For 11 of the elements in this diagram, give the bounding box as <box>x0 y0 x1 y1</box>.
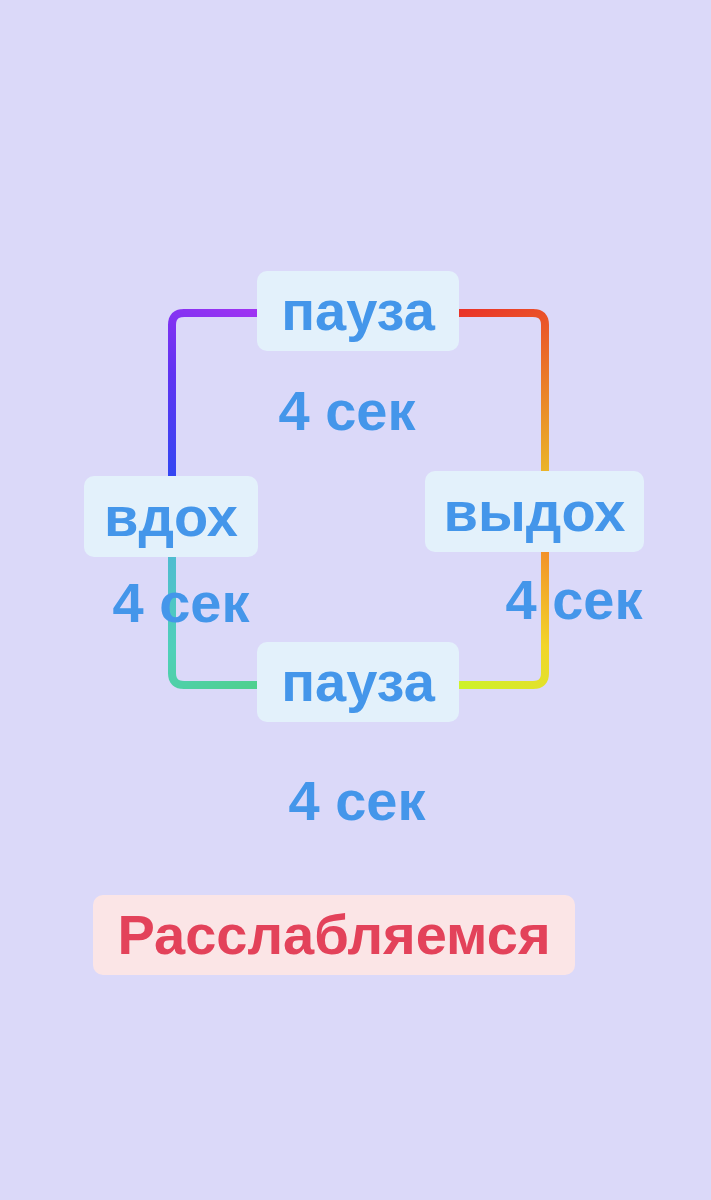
phase-tag: выдох <box>425 471 644 552</box>
phase-tag: пауза <box>257 271 459 351</box>
relax-banner: Расслабляемся <box>93 895 575 975</box>
connector-line <box>168 309 257 476</box>
duration-label: 4 сек <box>505 572 643 628</box>
phase-tag: пауза <box>257 642 459 722</box>
connector-line <box>459 552 549 689</box>
phase-tag: вдох <box>84 476 258 557</box>
duration-label: 4 сек <box>278 383 416 439</box>
duration-label: 4 сек <box>288 773 426 829</box>
connector-line <box>459 309 549 471</box>
